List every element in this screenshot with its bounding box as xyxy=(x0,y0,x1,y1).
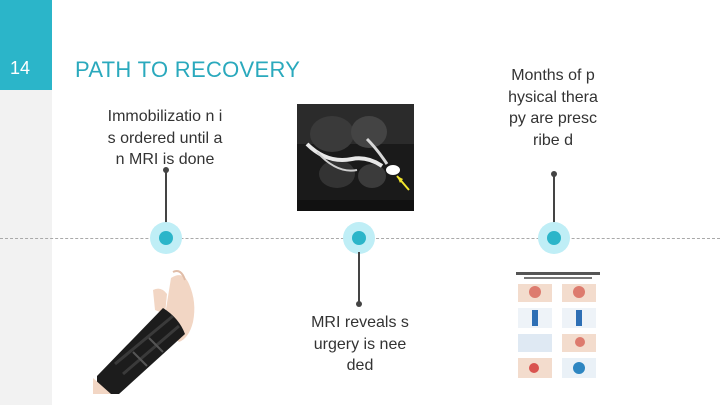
step-1-text: Immobilizatio n is ordered until an MRI … xyxy=(107,108,223,168)
mri-scan-image xyxy=(297,104,414,211)
step-3-node xyxy=(538,222,570,254)
slide-number: 14 xyxy=(9,58,31,78)
step-3-connector xyxy=(553,174,555,226)
wrist-brace-image xyxy=(93,270,195,394)
step-1-node xyxy=(150,222,182,254)
exercise-chart-image xyxy=(510,270,606,392)
slide-number-box: 14 xyxy=(0,0,52,90)
step-1-connector-end xyxy=(163,167,169,173)
step-2-node xyxy=(343,222,375,254)
step-2-connector xyxy=(358,252,360,304)
step-2-text: MRI reveals surgery is needed xyxy=(311,314,409,374)
step-2-connector-end xyxy=(356,301,362,307)
step-3-text: Months of physical therapy are prescribe… xyxy=(508,67,598,149)
step-3-connector-end xyxy=(551,171,557,177)
step-1-connector xyxy=(165,170,167,226)
slide-title: PATH TO RECOVERY xyxy=(75,57,301,82)
